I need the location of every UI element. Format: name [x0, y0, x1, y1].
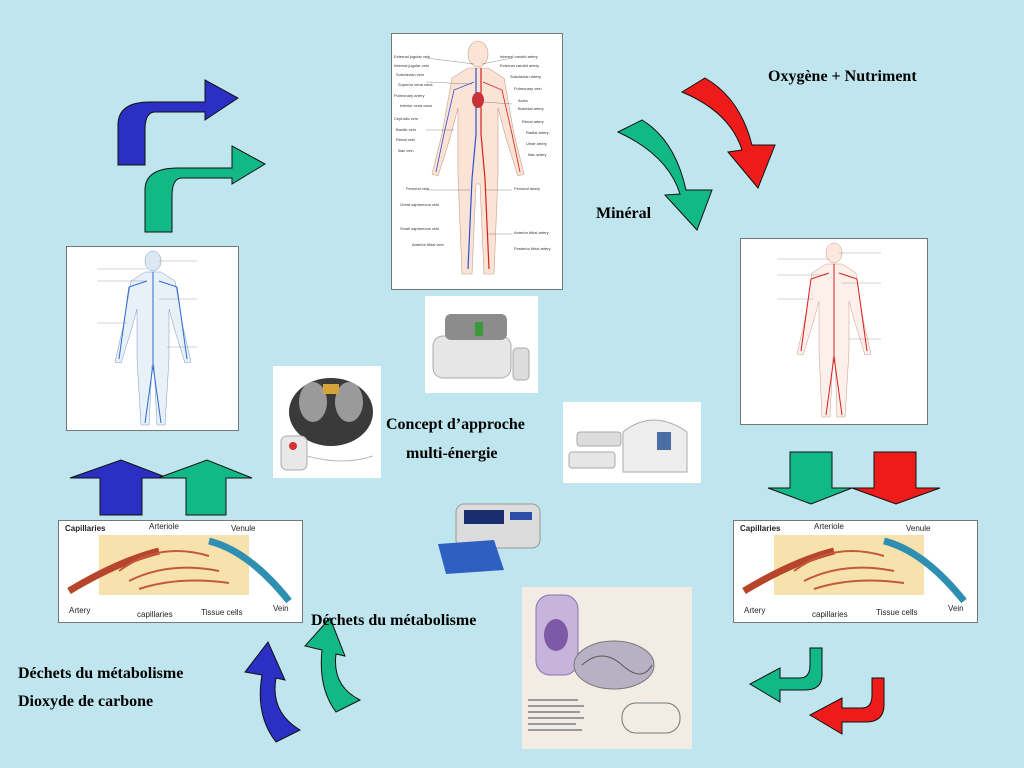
venule-label-right: Venule — [906, 524, 931, 533]
blue-arrow-bottom-left — [244, 641, 302, 743]
label-subclavian-artery: Subclavian artery — [510, 74, 541, 79]
label-superior-vena-cava: Superior vena cava — [398, 82, 433, 87]
label-external-carotid-artery: External carotid artery — [500, 63, 539, 68]
green-arrow-bottom-left — [304, 617, 362, 713]
label-pulmonary-artery: Pulmonary artery — [394, 93, 424, 98]
body-figure-svg: External jugular vein Internal jugular v… — [394, 40, 551, 275]
red-arrow-down-right — [851, 451, 941, 505]
tissue-cells-label-left: Tissue cells — [201, 608, 243, 617]
label-internal-carotid-artery: Internal carotid artery — [500, 54, 538, 59]
label-small-saphenous-vein: Small saphenous vein — [400, 226, 439, 231]
circulatory-system-chart-top: External jugular vein Internal jugular v… — [391, 33, 563, 290]
vein-chart-left — [66, 246, 239, 431]
label-anterior-tibial-artery: Anterior tibial artery — [514, 230, 549, 235]
label-cephalic-vein: Cephalic vein — [394, 116, 418, 121]
red-arrow-bottom-right — [808, 677, 885, 735]
device-photo-electro-therapy — [434, 500, 546, 582]
capillaries-label-right: capillaries — [812, 610, 848, 619]
label-dioxyde-left-line2: Dioxyde de carbone — [18, 693, 154, 710]
label-iliac-artery: Iliac artery — [528, 152, 546, 157]
vein-label-right: Vein — [948, 604, 964, 613]
blue-arrow-top-left — [117, 79, 239, 166]
label-external-jugular-vein: External jugular vein — [394, 54, 430, 59]
label-dechets-center: Déchets du métabolisme — [311, 612, 477, 629]
capillaries-title-left: Capillaries — [65, 524, 106, 533]
label-mineral: Minéral — [596, 205, 652, 222]
cell-metabolism-illustration — [522, 587, 692, 749]
device-photo-dome-sauna — [563, 402, 701, 483]
capillaries-diagram-left: Capillaries Arteriole Venule Artery capi… — [58, 520, 303, 623]
green-arrow-top-right — [616, 119, 713, 231]
vein-body-figure-svg — [97, 250, 197, 426]
green-arrow-up-left — [157, 459, 253, 516]
arteriole-label-right: Arteriole — [814, 522, 844, 531]
label-concept-line1: Concept d’approche — [386, 416, 525, 433]
artery-chart-right — [740, 238, 928, 425]
label-pulmonary-vein: Pulmonary vein — [514, 86, 542, 91]
label-renal-artery: Renal artery — [522, 119, 544, 124]
label-femoral-vein: Femoral vein — [406, 186, 429, 191]
capillaries-svg-left: Capillaries Arteriole Venule Artery capi… — [65, 522, 292, 619]
device-photo-foot-massager — [425, 296, 538, 393]
label-great-saphenous-vein: Great saphenous vein — [400, 202, 439, 207]
label-renal-vein: Renal vein — [396, 137, 415, 142]
label-iliac-vein: Iliac vein — [398, 148, 414, 153]
label-concept-line2: multi-énergie — [406, 445, 498, 462]
label-anterior-tibial-vein: Anterior tibial vein — [412, 242, 444, 247]
capillaries-svg-right: Capillaries Arteriole Venule Artery capi… — [740, 522, 967, 619]
artery-body-figure-svg — [777, 242, 881, 418]
label-radial-artery: Radial artery — [526, 130, 549, 135]
capillaries-title-right: Capillaries — [740, 524, 781, 533]
label-subclavian-vein: Subclavian vein — [396, 72, 424, 77]
green-arrow-down-right — [767, 451, 853, 505]
tissue-cells-label-right: Tissue cells — [876, 608, 918, 617]
green-arrow-top-left — [144, 145, 267, 233]
label-ulnar-artery: Ulnar artery — [526, 141, 547, 146]
label-brachial-artery: Brachial artery — [518, 106, 544, 111]
green-arrow-bottom-right — [748, 647, 823, 703]
label-internal-jugular-vein: Internal jugular vein — [394, 63, 429, 68]
arteriole-label-left: Arteriole — [149, 522, 179, 531]
artery-label-right: Artery — [744, 606, 765, 615]
blue-arrow-up-left — [69, 459, 169, 516]
capillaries-label-left: capillaries — [137, 610, 173, 619]
device-photo-foot-spa — [273, 366, 381, 478]
label-posterior-tibial-artery: Posterior tibial artery — [514, 246, 551, 251]
label-aorta: Aorta — [518, 98, 528, 103]
label-inferior-vena-cava: Inferior vena cava — [400, 103, 433, 108]
capillaries-diagram-right: Capillaries Arteriole Venule Artery capi… — [733, 520, 978, 623]
label-dechets-left-line1: Déchets du métabolisme — [18, 665, 184, 682]
label-oxygene-nutriment: Oxygène + Nutriment — [768, 68, 917, 85]
label-femoral-artery: Femoral artery — [514, 186, 540, 191]
label-basilic-vein: Basilic vein — [396, 127, 416, 132]
artery-label-left: Artery — [69, 606, 90, 615]
red-arrow-top-right — [680, 77, 776, 189]
venule-label-left: Venule — [231, 524, 256, 533]
vein-label-left: Vein — [273, 604, 289, 613]
